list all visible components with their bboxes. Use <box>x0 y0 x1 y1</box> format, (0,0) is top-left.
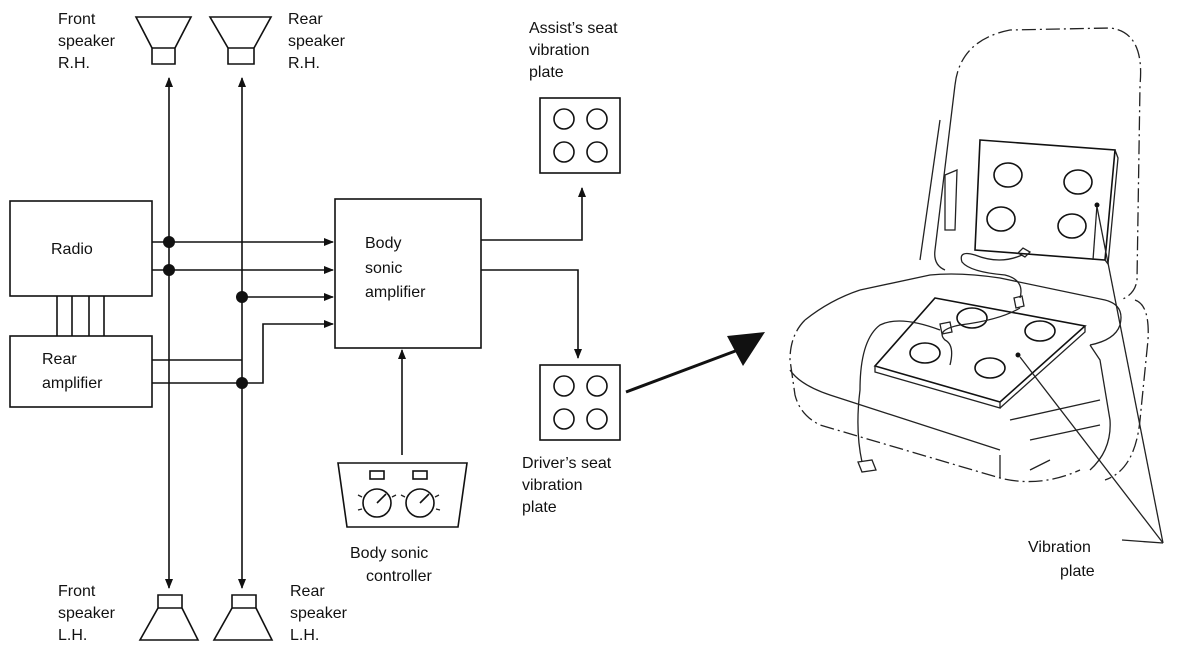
body-sonic-amplifier-box <box>334 198 482 349</box>
rear-amplifier-box <box>9 335 153 408</box>
radio-rear-amp-cable <box>56 296 105 336</box>
seat-illustration <box>789 27 1164 544</box>
front-speaker-rh-icon <box>134 16 193 65</box>
assist-seat-plate-icon <box>539 97 621 174</box>
rear-speaker-lh-icon <box>212 594 274 641</box>
radio-box <box>9 200 153 297</box>
driver-seat-plate-label: Driver’s seat vibration plate <box>522 455 616 516</box>
radio-label: Radio <box>51 241 93 258</box>
rear-speaker-rh-icon <box>208 16 273 65</box>
rear-speaker-lh-label: Rear speaker L.H. <box>290 583 351 644</box>
front-speaker-rh-label: Front speaker R.H. <box>58 11 119 72</box>
body-sonic-amplifier-label: Body sonic amplifier <box>365 235 426 301</box>
body-sonic-controller-icon <box>337 462 468 528</box>
front-speaker-lh-icon <box>138 594 200 641</box>
body-sonic-controller-label: Body sonic controller <box>350 545 433 585</box>
rear-amplifier-label: Rear amplifier <box>42 351 103 392</box>
assist-seat-plate-label: Assist’s seat vibration plate <box>529 20 622 81</box>
direction-arrow <box>625 332 765 394</box>
driver-seat-plate-icon <box>539 364 621 441</box>
front-speaker-lh-label: Front speaker L.H. <box>58 583 119 644</box>
wiring <box>152 77 586 589</box>
vibration-plate-label: Vibration plate <box>1028 539 1095 580</box>
rear-speaker-rh-label: Rear speaker R.H. <box>288 11 349 72</box>
